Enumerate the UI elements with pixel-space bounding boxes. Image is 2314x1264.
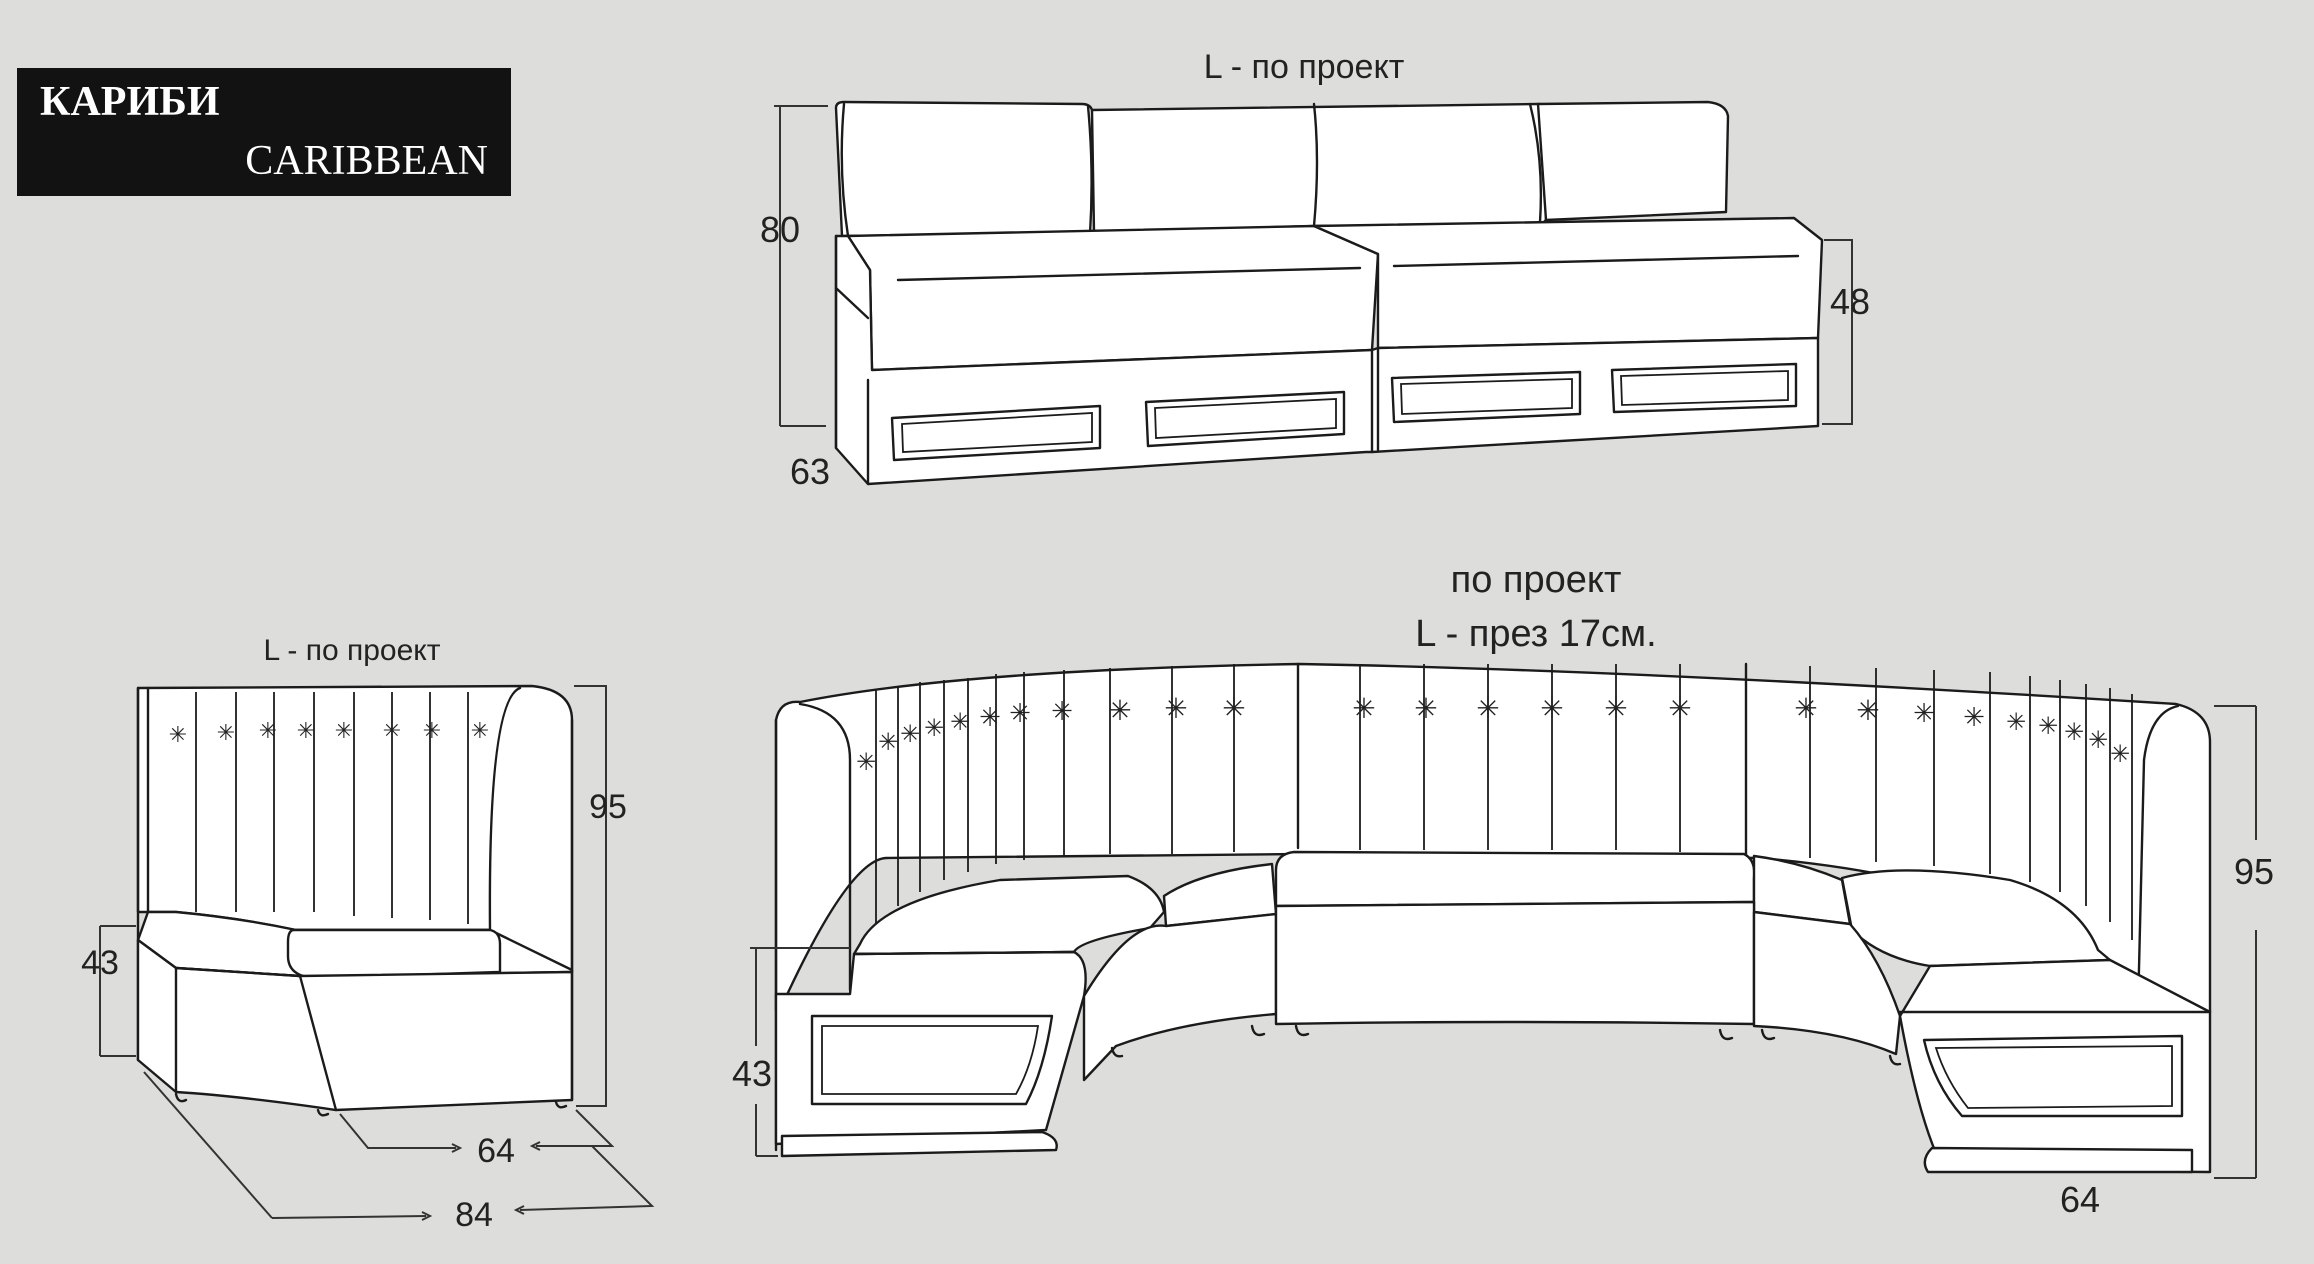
corner-seat-cushion xyxy=(286,928,502,980)
svg-text:✳: ✳ xyxy=(1913,699,1935,729)
drawer xyxy=(810,1014,1054,1106)
svg-text:✳: ✳ xyxy=(217,721,235,746)
curved-front-right xyxy=(1752,910,1902,1056)
svg-text:✳: ✳ xyxy=(878,728,898,756)
svg-text:✳: ✳ xyxy=(1009,699,1031,729)
svg-text:✳: ✳ xyxy=(1668,692,1691,725)
drawer xyxy=(1144,390,1346,448)
svg-text:✳: ✳ xyxy=(900,720,920,748)
svg-text:✳: ✳ xyxy=(1604,692,1627,725)
height-label: 80 xyxy=(760,209,800,250)
svg-text:✳: ✳ xyxy=(1352,692,1375,725)
svg-text:✳: ✳ xyxy=(259,719,277,744)
height-label: 95 xyxy=(589,788,627,826)
drawer xyxy=(890,404,1102,462)
seat-depth-label: 64 xyxy=(477,1132,515,1170)
svg-text:✳: ✳ xyxy=(383,719,401,744)
plinth xyxy=(780,1130,1058,1158)
svg-text:✳: ✳ xyxy=(2038,712,2058,740)
seat-depth-label: 64 xyxy=(2060,1179,2100,1220)
svg-text:✳: ✳ xyxy=(1476,692,1499,725)
curved-seat-left xyxy=(852,874,1166,956)
back-cushion xyxy=(834,100,1096,238)
curved-front-left xyxy=(1082,912,1278,1082)
size-label-line1: по проект xyxy=(1451,559,1622,601)
svg-text:✳: ✳ xyxy=(1963,703,1985,733)
curved-base-right xyxy=(1898,958,2212,1174)
svg-text:✳: ✳ xyxy=(471,719,489,744)
depth-label: 63 xyxy=(790,451,830,492)
svg-text:✳: ✳ xyxy=(1051,697,1073,727)
seat-cushion xyxy=(846,224,1380,372)
back-cushion xyxy=(1090,102,1550,234)
curved-seat-mid xyxy=(1162,862,1278,928)
tufting: ✳ ✳ ✳ ✳ ✳ ✳ ✳ ✳ ✳ ✳ ✳ ✳ ✳ ✳ ✳ ✳ ✳ ✳ ✳ ✳ … xyxy=(856,692,2130,776)
svg-text:✳: ✳ xyxy=(2110,740,2130,768)
drawer xyxy=(1922,1034,2184,1118)
title-en: CARIBBEAN xyxy=(245,138,488,184)
svg-text:✳: ✳ xyxy=(1794,692,1817,725)
svg-text:✳: ✳ xyxy=(1222,692,1245,725)
corner-module: ✳ ✳ ✳ ✳ ✳ ✳ ✳ ✳ L - по проект xyxy=(81,634,655,1234)
svg-text:✳: ✳ xyxy=(1108,694,1131,727)
svg-text:✳: ✳ xyxy=(2064,718,2084,746)
svg-text:✳: ✳ xyxy=(297,719,315,744)
svg-text:✳: ✳ xyxy=(2088,726,2108,754)
seat-cushion xyxy=(1312,216,1824,350)
back-cushion xyxy=(1536,100,1730,222)
drawer xyxy=(1610,362,1798,414)
svg-text:✳: ✳ xyxy=(1414,692,1437,725)
svg-text:✳: ✳ xyxy=(423,719,441,744)
svg-text:✳: ✳ xyxy=(979,703,1001,733)
svg-text:✳: ✳ xyxy=(335,719,353,744)
svg-text:✳: ✳ xyxy=(1164,692,1187,725)
svg-text:✳: ✳ xyxy=(1856,694,1879,727)
seat-height-label: 43 xyxy=(81,944,119,982)
height-label: 95 xyxy=(2234,851,2274,892)
drawer xyxy=(1390,370,1582,424)
title-ru: КАРИБИ xyxy=(40,79,220,125)
curved-seat-center xyxy=(1274,850,1756,908)
total-depth-label: 84 xyxy=(455,1196,493,1234)
length-label: L - по проект xyxy=(264,634,441,667)
svg-text:✳: ✳ xyxy=(1540,692,1563,725)
title-box: КАРИБИ CARIBBEAN xyxy=(17,68,511,196)
svg-text:✳: ✳ xyxy=(856,748,876,776)
length-label: L - по проект xyxy=(1204,48,1405,86)
curved-seat-right xyxy=(1840,869,2112,968)
size-label-line2: L - през 17см. xyxy=(1415,613,1656,655)
curved-front-center xyxy=(1274,900,1756,1026)
straight-sofa: L - по проект 80 48 63 xyxy=(760,48,1870,492)
svg-text:✳: ✳ xyxy=(2006,708,2026,736)
plinth xyxy=(1923,1146,2194,1174)
seat-height-label: 43 xyxy=(732,1053,772,1094)
seat-height-label: 48 xyxy=(1830,281,1870,322)
svg-text:✳: ✳ xyxy=(169,723,187,748)
svg-text:✳: ✳ xyxy=(924,714,944,742)
curved-sofa: ✳ ✳ ✳ ✳ ✳ ✳ ✳ ✳ ✳ ✳ ✳ ✳ ✳ ✳ ✳ ✳ ✳ ✳ ✳ ✳ … xyxy=(732,559,2274,1220)
svg-text:✳: ✳ xyxy=(950,708,970,736)
